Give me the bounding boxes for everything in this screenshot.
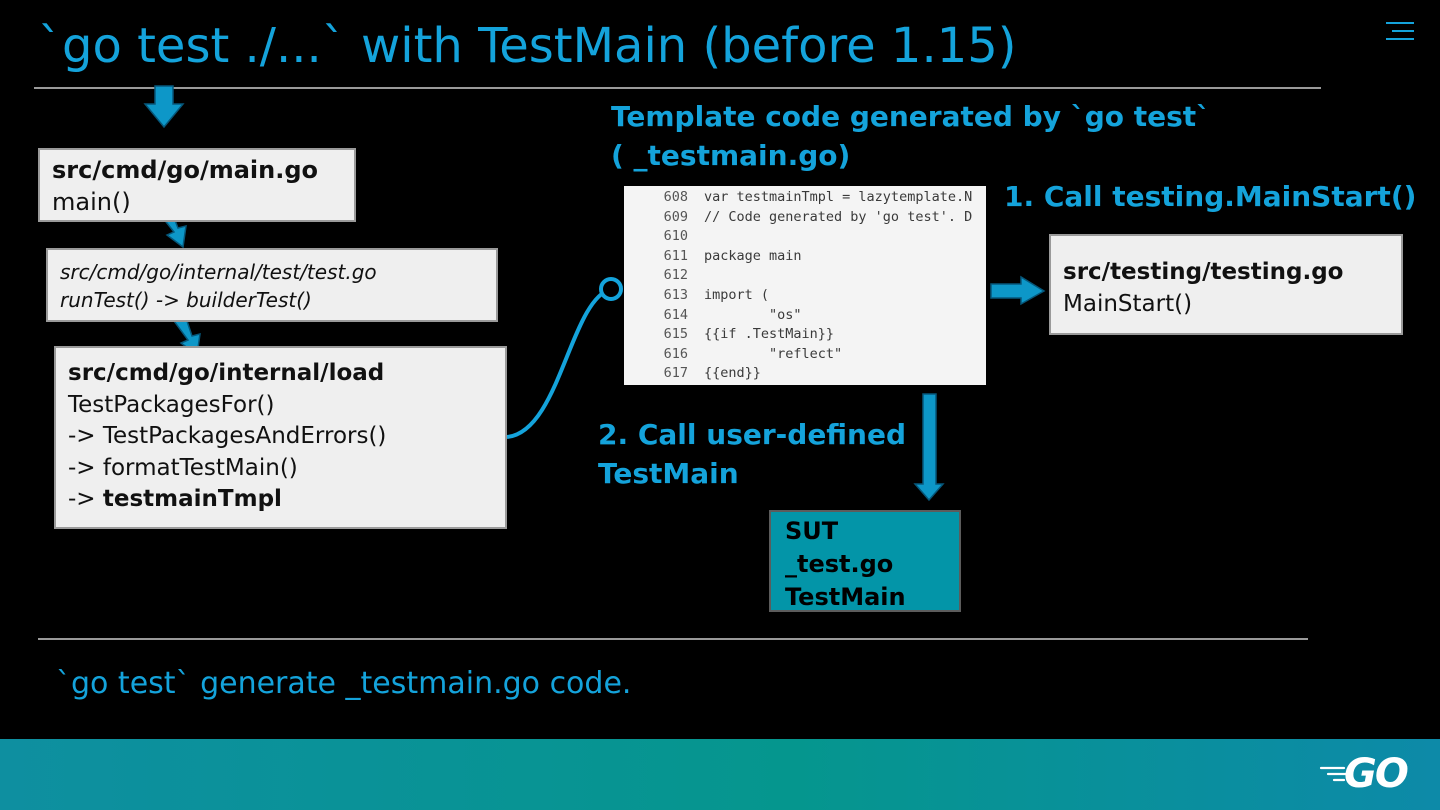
code-line-number: 609	[663, 208, 688, 225]
sut-box: SUT _test.go TestMain	[769, 510, 961, 612]
step2-label: 2. Call user-defined TestMain	[598, 415, 906, 493]
sut-line1: SUT	[785, 517, 839, 545]
box-line: -> testmainTmpl	[68, 484, 493, 516]
box-line-bold: testmainTmpl	[102, 486, 282, 512]
code-line-number: 608	[663, 189, 688, 205]
code-line: 615 {{if .TestMain}}	[624, 325, 986, 345]
code-line-text: import (	[704, 286, 770, 303]
code-line-text: {{end}}	[704, 365, 761, 382]
code-line: 611 package main	[624, 247, 986, 267]
go-logo-text: GO	[1344, 751, 1409, 797]
code-line-text: {{if .TestMain}}	[704, 326, 835, 343]
code-line-text: // Code generated by 'go test'. D	[704, 208, 973, 225]
testing-go-box: src/testing/testing.go MainStart()	[1049, 234, 1403, 335]
code-line-text: var testmainTmpl = lazytemplate.N	[704, 189, 973, 205]
box-line-prefix: ->	[68, 486, 103, 512]
box-func: main()	[52, 188, 131, 216]
code-line-text: "reflect"	[704, 345, 843, 362]
box-path: src/cmd/go/main.go	[52, 156, 319, 184]
connector-curve	[506, 287, 612, 439]
code-line: 612	[624, 266, 986, 286]
title-divider	[34, 87, 1321, 89]
main-go-box: src/cmd/go/main.go main()	[38, 148, 356, 222]
code-line: 609 // Code generated by 'go test'. D	[624, 208, 986, 228]
box-line: -> TestPackagesAndErrors()	[68, 423, 387, 449]
arrow-down-icon	[143, 85, 185, 129]
box-path: src/testing/testing.go	[1063, 259, 1344, 285]
code-line-number: 610	[663, 228, 688, 245]
code-line-number: 617	[663, 365, 688, 382]
box-line: TestPackagesFor()	[68, 391, 275, 418]
arrow-right-icon	[990, 275, 1046, 306]
box-func: runTest() -> builderTest()	[60, 288, 312, 312]
code-line-number: 611	[663, 247, 688, 264]
footer-text: `go test` generate _testmain.go code.	[56, 666, 632, 701]
step1-label: 1. Call testing.MainStart()	[1004, 180, 1417, 213]
step2-line1: 2. Call user-defined	[598, 418, 907, 451]
box-path: src/cmd/go/internal/load	[68, 360, 385, 386]
code-line-number: 615	[663, 326, 688, 343]
code-snippet: 608 var testmainTmpl = lazytemplate.N 609 /…	[624, 186, 986, 385]
code-line: 610	[624, 227, 986, 247]
code-line: 616 "reflect"	[624, 345, 986, 365]
connector-end-circle	[599, 277, 623, 301]
go-logo: GO	[1318, 751, 1418, 797]
code-line: 608 var testmainTmpl = lazytemplate.N	[624, 188, 986, 208]
code-line-text: package main	[704, 247, 802, 264]
code-line-number: 612	[663, 267, 688, 284]
template-heading-line1: Template code generated by `go test`	[611, 100, 1211, 133]
box-line: -> formatTestMain()	[68, 454, 298, 481]
template-heading-line2: ( _testmain.go)	[611, 139, 851, 172]
box-path: src/cmd/go/internal/test/test.go	[60, 260, 377, 284]
bottom-band	[0, 739, 1440, 810]
code-line-number: 613	[663, 286, 688, 303]
box-func: MainStart()	[1063, 291, 1193, 317]
code-line-text: "os"	[704, 306, 802, 323]
code-line: 613 import (	[624, 286, 986, 306]
load-box: src/cmd/go/internal/load TestPackagesFor…	[54, 346, 507, 529]
hamburger-menu-icon[interactable]	[1386, 22, 1414, 44]
test-go-box: src/cmd/go/internal/test/test.go runTest…	[46, 248, 498, 322]
code-line-number: 614	[663, 306, 688, 323]
sut-line3: TestMain	[785, 583, 906, 611]
code-line: 617 {{end}}	[624, 364, 986, 384]
sut-line2: _test.go	[785, 550, 894, 578]
slide-title: `go test ./...` with TestMain (before 1.…	[38, 18, 1017, 74]
footer-divider	[38, 638, 1308, 640]
code-line: 614 "os"	[624, 306, 986, 326]
step2-line2: TestMain	[598, 457, 739, 490]
speed-lines-icon	[1319, 766, 1348, 782]
code-line-number: 616	[663, 345, 688, 362]
template-heading: Template code generated by `go test` ( _…	[611, 97, 1210, 175]
arrow-down-icon	[913, 393, 945, 502]
